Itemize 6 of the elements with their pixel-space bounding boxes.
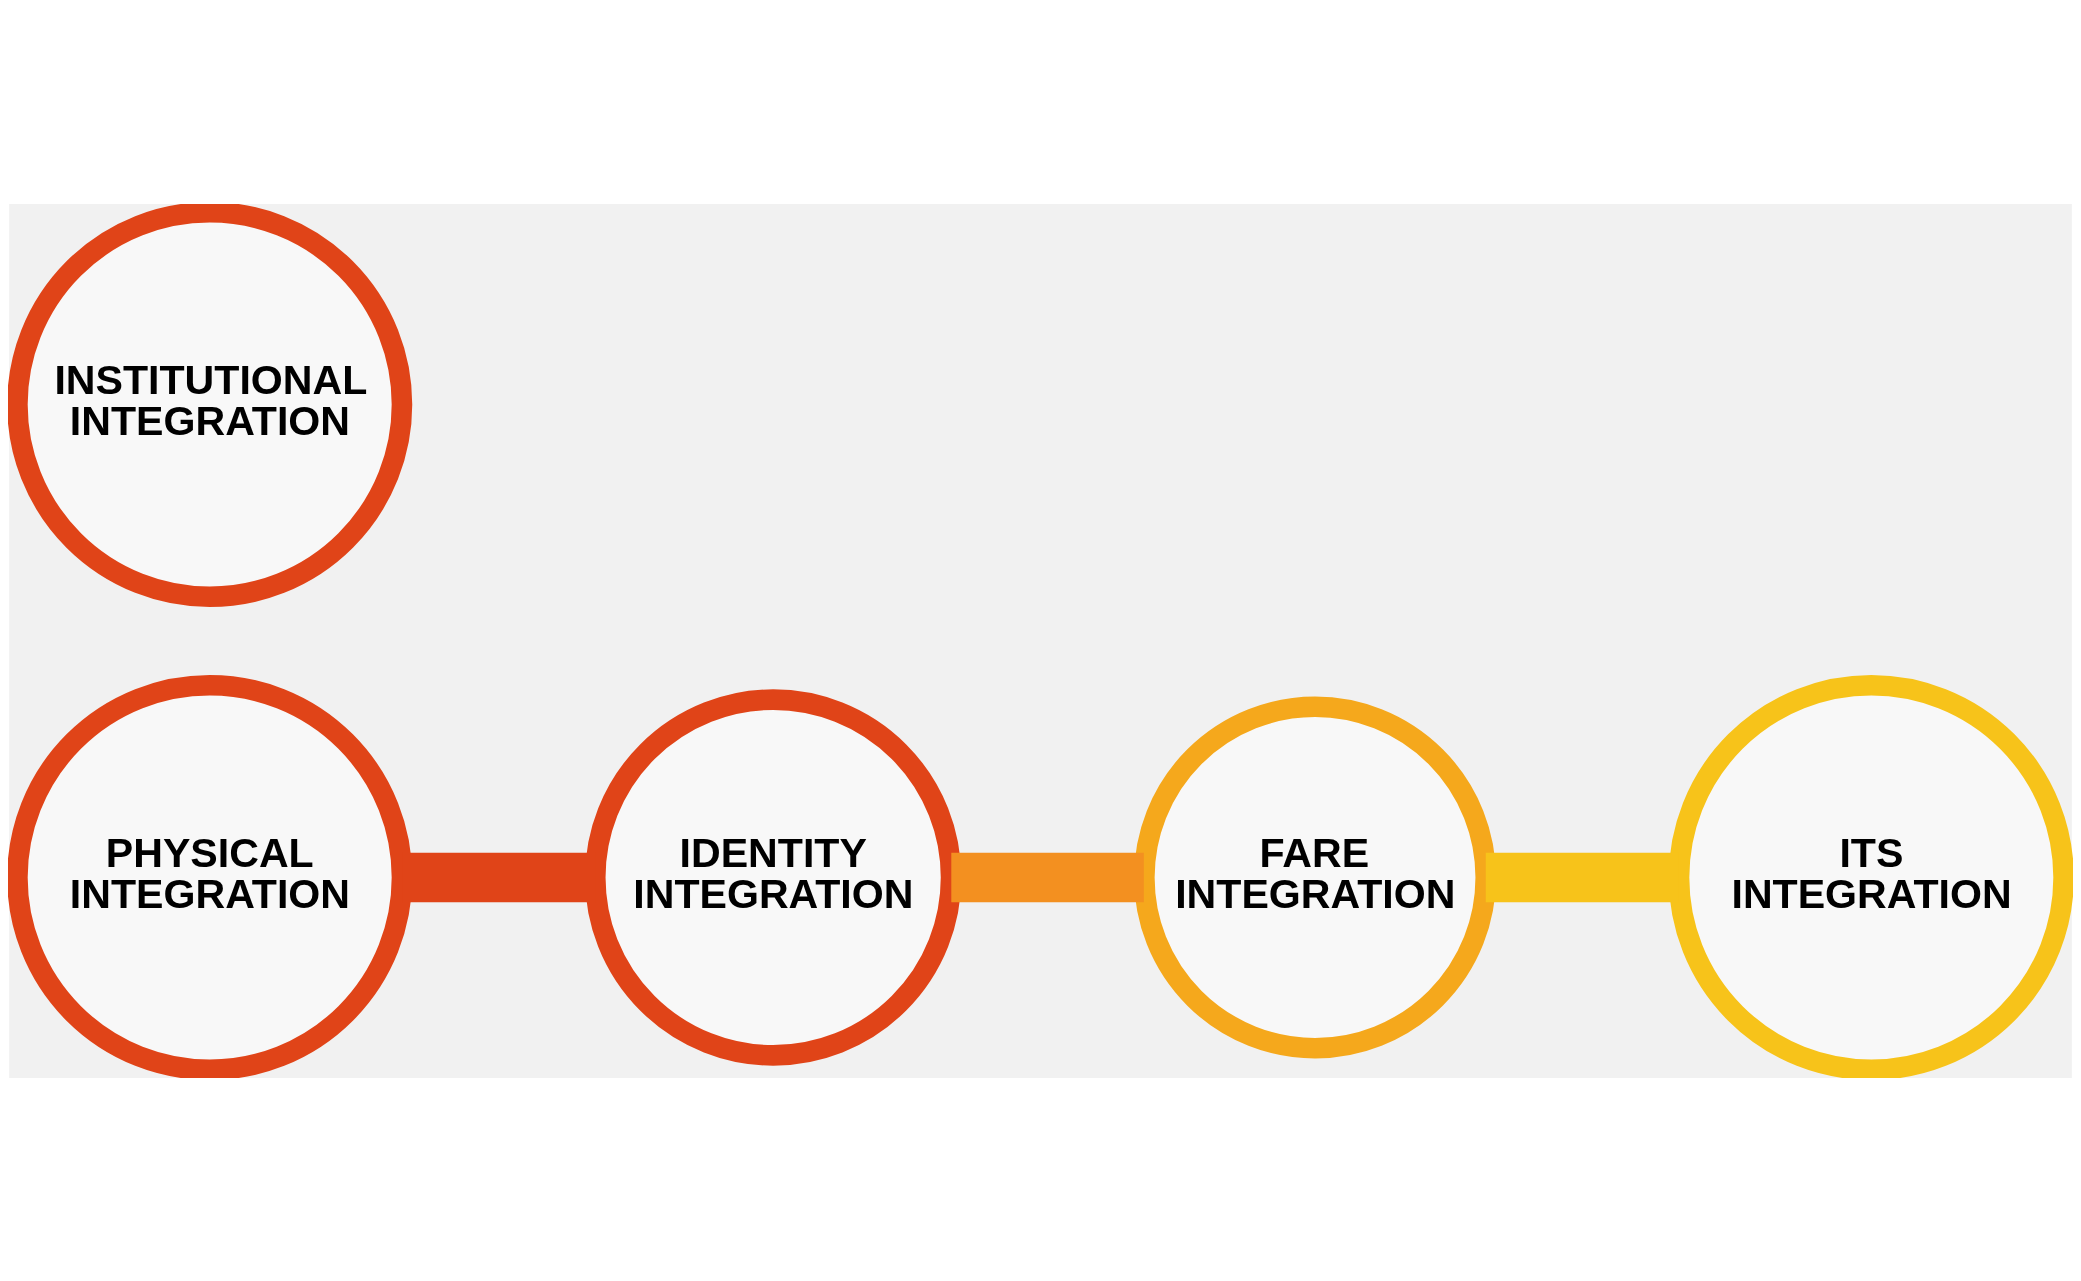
- connector: [951, 852, 1144, 902]
- node-circle: INSTITUTIONAL INTEGRATION: [8, 203, 413, 607]
- node-circle: ITS INTEGRATION: [1668, 674, 2073, 1078]
- node-circle: PHYSICAL INTEGRATION: [8, 674, 413, 1078]
- node-circle: FARE INTEGRATION: [1134, 696, 1496, 1058]
- node-circle: IDENTITY INTEGRATION: [585, 688, 962, 1066]
